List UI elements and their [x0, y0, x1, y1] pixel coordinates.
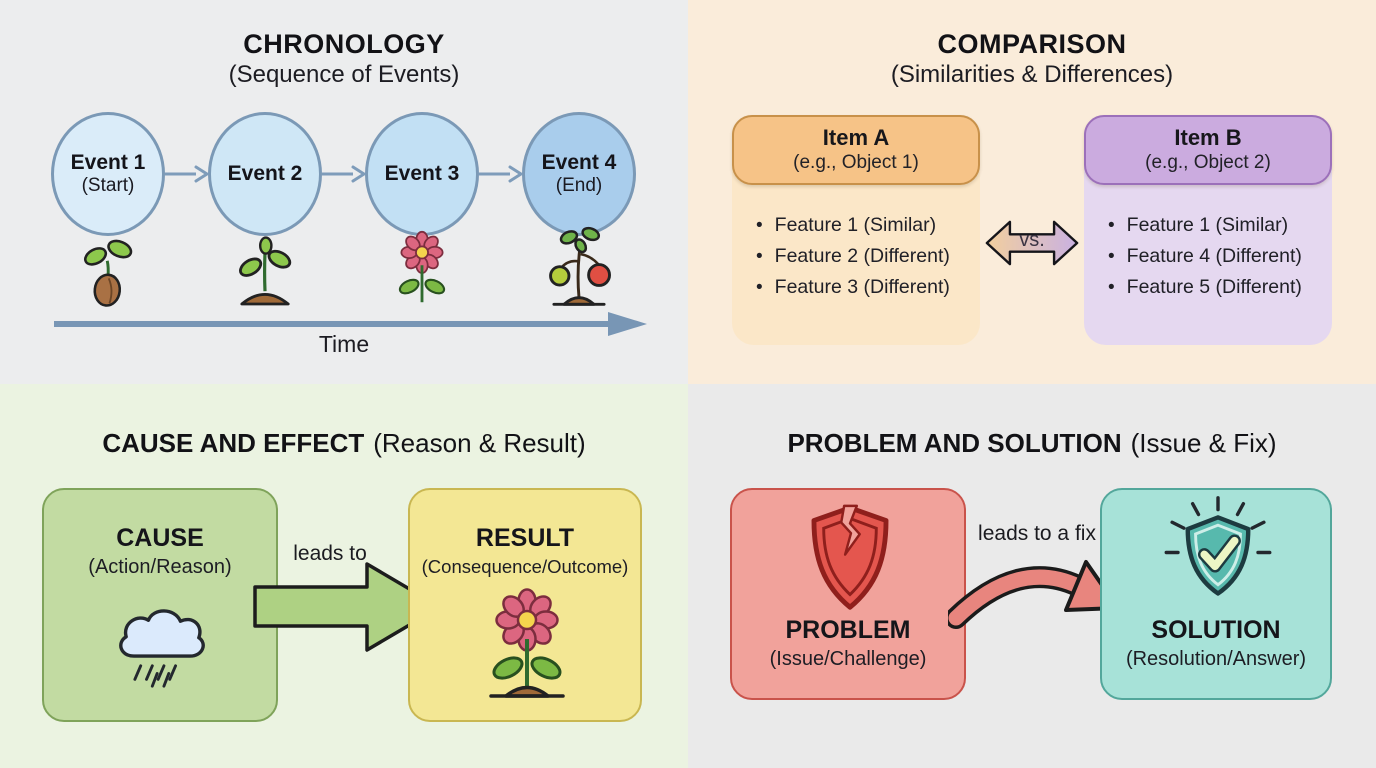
problem-solution-section: PROBLEM AND SOLUTION (Issue & Fix) PROBLE…	[688, 384, 1376, 768]
item-b-feature-list: • Feature 1 (Similar) • Feature 4 (Differe…	[1108, 215, 1302, 308]
list-item: • Feature 1 (Similar)	[756, 214, 950, 237]
comparison-title: COMPARISON	[937, 29, 1127, 59]
item-a-feature-list: • Feature 1 (Similar) • Feature 2 (Differe…	[756, 215, 950, 308]
cause-title: CAUSE	[116, 524, 204, 552]
solution-card: SOLUTION (Resolution/Answer)	[1100, 488, 1332, 700]
list-item: • Feature 4 (Different)	[1108, 245, 1302, 268]
problem-solution-title-paren: (Issue & Fix)	[1130, 428, 1277, 458]
vs-label: vs.	[1019, 229, 1045, 251]
item-a-subtitle: (e.g., Object 1)	[793, 151, 919, 173]
cause-effect-section: CAUSE AND EFFECT (Reason & Result) CAUSE …	[0, 384, 688, 768]
event-1-label: Event 1	[70, 151, 146, 174]
item-a-card: Item A (e.g., Object 1) • Feature 1 (Simi…	[732, 115, 980, 345]
feature-text: Feature 3 (Different)	[774, 276, 950, 298]
item-b-header: Item B (e.g., Object 2)	[1084, 115, 1332, 185]
bullet-icon: •	[1108, 215, 1115, 236]
event-1-circle: Event 1 (Start)	[51, 112, 165, 236]
flower-sprout-icon	[489, 588, 565, 698]
solution-subtitle: (Resolution/Answer)	[1125, 648, 1307, 670]
vs-connector: vs.	[984, 213, 1080, 273]
cause-effect-title: CAUSE AND EFFECT (Reason & Result)	[0, 428, 688, 459]
cause-subtitle: (Action/Reason)	[88, 556, 232, 578]
chronology-subtitle: (Sequence of Events)	[228, 61, 460, 88]
comparison-subtitle: (Similarities & Differences)	[890, 61, 1174, 88]
bullet-icon: •	[756, 277, 763, 298]
event-connector-arrow	[479, 165, 523, 183]
item-b-title: Item B	[1174, 125, 1242, 151]
problem-title: PROBLEM	[785, 616, 911, 644]
problem-solution-title-main: PROBLEM AND SOLUTION	[787, 428, 1122, 458]
comparison-section: COMPARISON (Similarities & Differences) …	[688, 0, 1376, 384]
leads-to-arrow-icon	[253, 562, 442, 652]
time-axis-label: Time	[318, 331, 370, 357]
event-connector-arrow	[165, 165, 209, 183]
time-axis-arrow	[54, 312, 647, 336]
bullet-icon: •	[1108, 246, 1115, 267]
leads-to-a-fix-label: leads to a fix	[978, 522, 1096, 545]
chronology-section: CHRONOLOGY (Sequence of Events) Event 1 …	[0, 0, 688, 384]
bullet-icon: •	[756, 215, 763, 236]
event-2-circle: Event 2	[208, 112, 322, 236]
event-4-circle: Event 4 (End)	[522, 112, 636, 236]
result-subtitle: (Consequence/Outcome)	[421, 556, 629, 577]
seed-sprout-icon	[84, 239, 133, 307]
cause-effect-title-main: CAUSE AND EFFECT	[102, 428, 365, 458]
event-4-label: Event 4	[541, 151, 617, 174]
event-1-sublabel: (Start)	[81, 175, 135, 197]
check-shield-icon	[1164, 496, 1272, 596]
event-3-label: Event 3	[384, 161, 460, 185]
fruit-plant-icon	[549, 226, 611, 306]
feature-text: Feature 4 (Different)	[1126, 245, 1302, 267]
cause-card: CAUSE (Action/Reason)	[42, 488, 278, 722]
problem-solution-title: PROBLEM AND SOLUTION (Issue & Fix)	[688, 428, 1376, 459]
event-connector-arrow	[322, 165, 366, 183]
feature-text: Feature 1 (Similar)	[774, 214, 937, 236]
event-4-sublabel: (End)	[555, 175, 603, 197]
problem-card: PROBLEM (Issue/Challenge)	[730, 488, 966, 700]
bullet-icon: •	[1108, 277, 1115, 298]
leads-to-label: leads to	[293, 542, 367, 565]
broken-shield-icon	[811, 504, 889, 610]
item-b-card: Item B (e.g., Object 2) • Feature 1 (Simi…	[1084, 115, 1332, 345]
event-3-circle: Event 3	[365, 112, 479, 236]
item-a-title: Item A	[822, 125, 890, 151]
item-a-header: Item A (e.g., Object 1)	[732, 115, 980, 185]
result-title: RESULT	[475, 524, 575, 552]
flower-icon	[398, 230, 446, 303]
vs-double-arrow-icon	[985, 220, 1079, 266]
bullet-icon: •	[756, 246, 763, 267]
chronology-title: CHRONOLOGY	[243, 29, 445, 59]
seedling-icon	[239, 236, 292, 306]
list-item: • Feature 2 (Different)	[756, 245, 950, 268]
feature-text: Feature 5 (Different)	[1126, 276, 1302, 298]
solution-title: SOLUTION	[1151, 616, 1281, 644]
list-item: • Feature 3 (Different)	[756, 276, 950, 299]
list-item: • Feature 5 (Different)	[1108, 276, 1302, 299]
event-2-label: Event 2	[227, 161, 303, 185]
cause-effect-title-paren: (Reason & Result)	[373, 428, 586, 458]
result-card: RESULT (Consequence/Outcome)	[408, 488, 642, 722]
rain-cloud-icon	[119, 609, 205, 688]
problem-subtitle: (Issue/Challenge)	[769, 648, 927, 670]
list-item: • Feature 1 (Similar)	[1108, 214, 1302, 237]
feature-text: Feature 2 (Different)	[774, 245, 950, 267]
feature-text: Feature 1 (Similar)	[1126, 214, 1289, 236]
item-b-subtitle: (e.g., Object 2)	[1145, 151, 1271, 173]
